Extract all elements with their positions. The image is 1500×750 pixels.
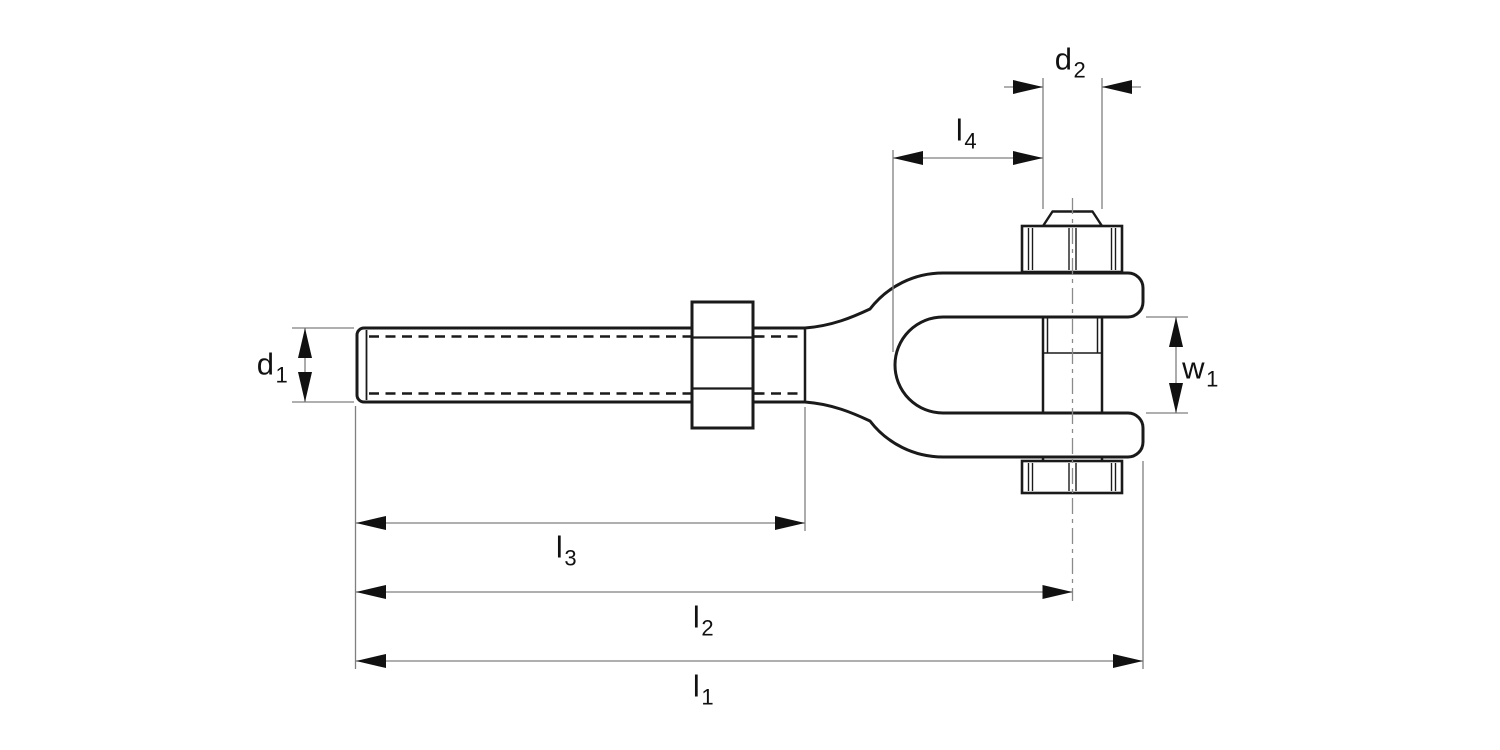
- rod-thread-lines: [365, 329, 807, 401]
- label-d1: d1: [256, 346, 289, 388]
- label-w1: w1: [1182, 350, 1219, 392]
- rod-lock-nut: [690, 300, 755, 430]
- dimension-w1: [1146, 316, 1188, 414]
- dimension-l2: [356, 585, 1073, 599]
- dimension-l1: [356, 461, 1144, 669]
- dimension-l3: [356, 407, 806, 531]
- dimension-d2: [1004, 78, 1141, 209]
- label-l3: l3: [555, 529, 578, 571]
- label-l4: l4: [955, 112, 978, 154]
- label-l1: l1: [692, 668, 715, 710]
- dimension-l4: [892, 150, 1043, 352]
- label-l2: l2: [692, 599, 715, 641]
- label-d2: d2: [1054, 41, 1087, 83]
- dimension-d1: [292, 327, 354, 403]
